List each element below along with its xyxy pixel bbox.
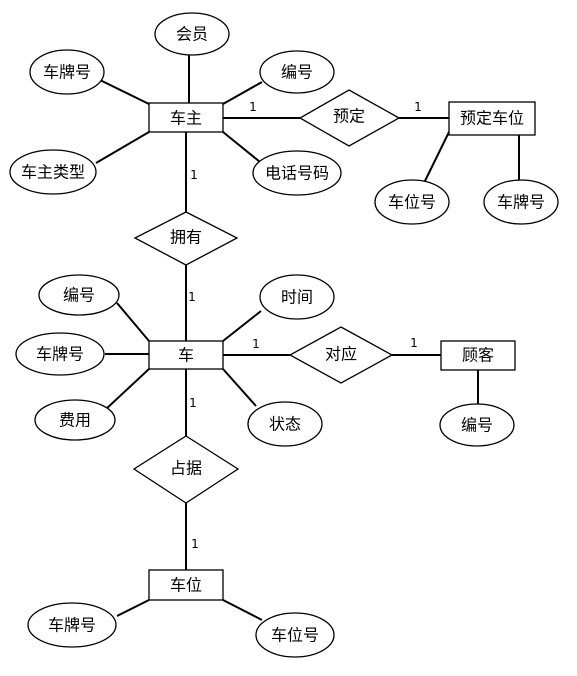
entity-reserved-space-label: 预定车位 (460, 109, 524, 128)
attribute-owner-plate-label: 车牌号 (43, 63, 91, 82)
cardinality-owner-reserve: 1 (249, 100, 257, 114)
cardinality-car-correspond: 1 (252, 337, 260, 351)
attribute-space-no-label: 车位号 (271, 626, 319, 645)
entity-customer-label: 顾客 (462, 346, 494, 365)
attribute-owner-type-label: 车主类型 (21, 163, 85, 182)
attribute-owner-member-label: 会员 (176, 25, 208, 44)
relationship-reserve: 预定 (298, 89, 401, 147)
entity-parking-space: 车位 (148, 569, 224, 601)
relationship-occupy-label: 占据 (170, 459, 202, 478)
attribute-car-fee: 费用 (34, 399, 116, 441)
attribute-owner-type: 车主类型 (9, 149, 97, 195)
relationship-correspond-label: 对应 (325, 345, 357, 364)
entity-customer: 顾客 (440, 340, 516, 371)
cardinality-reserve-space: 1 (414, 100, 422, 114)
attribute-car-time: 时间 (259, 274, 335, 320)
cardinality-own-car: 1 (188, 290, 196, 304)
attribute-space-plate-label: 车牌号 (48, 616, 96, 635)
cardinality-car-occupy: 1 (189, 396, 197, 410)
entity-car-label: 车 (178, 346, 194, 365)
attribute-owner-id-label: 编号 (281, 63, 313, 82)
attribute-car-plate: 车牌号 (15, 332, 105, 376)
attribute-car-status: 状态 (247, 401, 323, 447)
relationship-correspond: 对应 (288, 326, 394, 384)
connector-lines (95, 54, 520, 621)
entity-reserved-space: 预定车位 (448, 101, 536, 136)
attribute-car-plate-label: 车牌号 (36, 345, 84, 364)
attribute-space-no: 车位号 (255, 612, 335, 658)
attribute-owner-member: 会员 (154, 12, 230, 56)
attribute-car-fee-label: 费用 (59, 411, 91, 430)
entity-owner: 车主 (148, 102, 224, 133)
attribute-customer-id: 编号 (439, 403, 515, 447)
entity-parking-space-label: 车位 (170, 576, 202, 595)
attribute-car-status-label: 状态 (269, 415, 301, 434)
relationship-own-label: 拥有 (170, 228, 202, 247)
attribute-car-time-label: 时间 (281, 288, 313, 307)
attribute-car-id: 编号 (38, 274, 120, 316)
cardinality-owner-own: 1 (190, 168, 198, 182)
attribute-owner-plate: 车牌号 (29, 49, 105, 95)
attribute-owner-phone: 电话号码 (252, 150, 342, 196)
entity-car: 车 (148, 340, 224, 370)
attribute-owner-id: 编号 (259, 50, 335, 94)
relationship-occupy: 占据 (132, 435, 240, 504)
attribute-car-id-label: 编号 (63, 286, 95, 305)
cardinality-occupy-space: 1 (191, 537, 199, 551)
relationship-own: 拥有 (133, 211, 239, 266)
attribute-reserved-space-no-label: 车位号 (388, 193, 436, 212)
attribute-customer-id-label: 编号 (461, 416, 493, 435)
relationship-reserve-label: 预定 (333, 107, 365, 126)
attribute-reserved-plate-label: 车牌号 (497, 193, 545, 212)
attribute-reserved-space-no: 车位号 (374, 179, 450, 225)
attribute-reserved-plate: 车牌号 (483, 179, 559, 225)
attribute-owner-phone-label: 电话号码 (265, 164, 329, 183)
attribute-space-plate: 车牌号 (27, 602, 117, 648)
cardinality-correspond-customer: 1 (410, 336, 418, 350)
entity-owner-label: 车主 (170, 109, 202, 128)
